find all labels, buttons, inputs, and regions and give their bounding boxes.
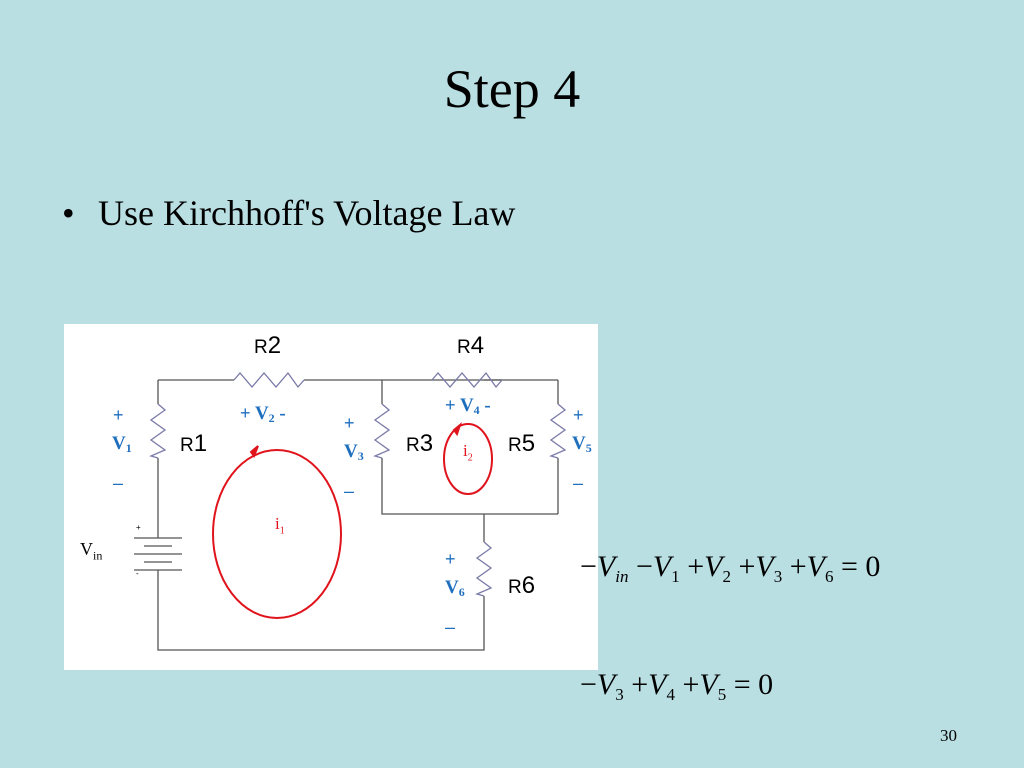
label-r6: R6 [508, 572, 536, 599]
v3-plus: + [344, 413, 355, 433]
resistor-r4 [431, 371, 503, 389]
label-i2: i2 [463, 441, 473, 464]
battery-minus: - [136, 569, 139, 578]
resistor-r6 [475, 541, 493, 597]
label-r2: R2 [254, 332, 282, 359]
current-loops [212, 421, 493, 619]
v1-plus: + [113, 405, 124, 425]
v1-minus: – [113, 473, 124, 493]
wires [157, 379, 559, 651]
bullet-item: • Use Kirchhoff's Voltage Law [62, 192, 515, 235]
kvl-equation-loop-1: −Vin −V1 +V2 +V3 +V6 = 0 [580, 550, 881, 586]
resistor-r2 [233, 371, 305, 389]
circuit-schematic [134, 371, 567, 651]
current-loop-i2 [443, 423, 493, 495]
slide-title: Step 4 [443, 59, 581, 119]
label-r1: R1 [180, 430, 208, 457]
resistor-r5 [549, 403, 567, 459]
v5-minus: – [573, 473, 584, 493]
bullet-dot: • [62, 193, 75, 233]
current-loop-i1 [212, 449, 342, 619]
arrow-icon [249, 445, 259, 459]
resistor-r3 [373, 403, 391, 459]
label-v6: V6 [445, 577, 465, 599]
circuit-diagram: R2 R4 R1 R3 R5 R6 + V1 – + V2 - + V3 – +… [64, 324, 598, 670]
label-v4: + V4 - [445, 395, 491, 417]
battery-symbol [134, 537, 182, 578]
label-r3: R3 [406, 430, 434, 457]
kvl-equation-loop-2: −V3 +V4 +V5 = 0 [580, 668, 774, 704]
v6-minus: – [445, 617, 456, 637]
label-vin: Vin [80, 539, 103, 563]
bullet-text: Use Kirchhoff's Voltage Law [98, 193, 516, 233]
resistor-r1 [149, 403, 167, 459]
label-v5: V5 [572, 433, 592, 455]
arrow-icon [452, 421, 463, 437]
label-v2: + V2 - [240, 403, 286, 425]
label-i1: i1 [275, 514, 285, 537]
battery-plus: + [136, 523, 141, 532]
label-r4: R4 [457, 332, 485, 359]
wire [157, 578, 485, 651]
resistors [149, 371, 567, 597]
label-r5: R5 [508, 430, 536, 457]
v5-plus: + [573, 405, 584, 425]
slide-number: 30 [940, 726, 957, 745]
label-v3: V3 [344, 441, 364, 463]
label-v1: V1 [112, 433, 132, 455]
v6-plus: + [445, 549, 456, 569]
v3-minus: – [344, 481, 355, 501]
wire [381, 458, 558, 515]
